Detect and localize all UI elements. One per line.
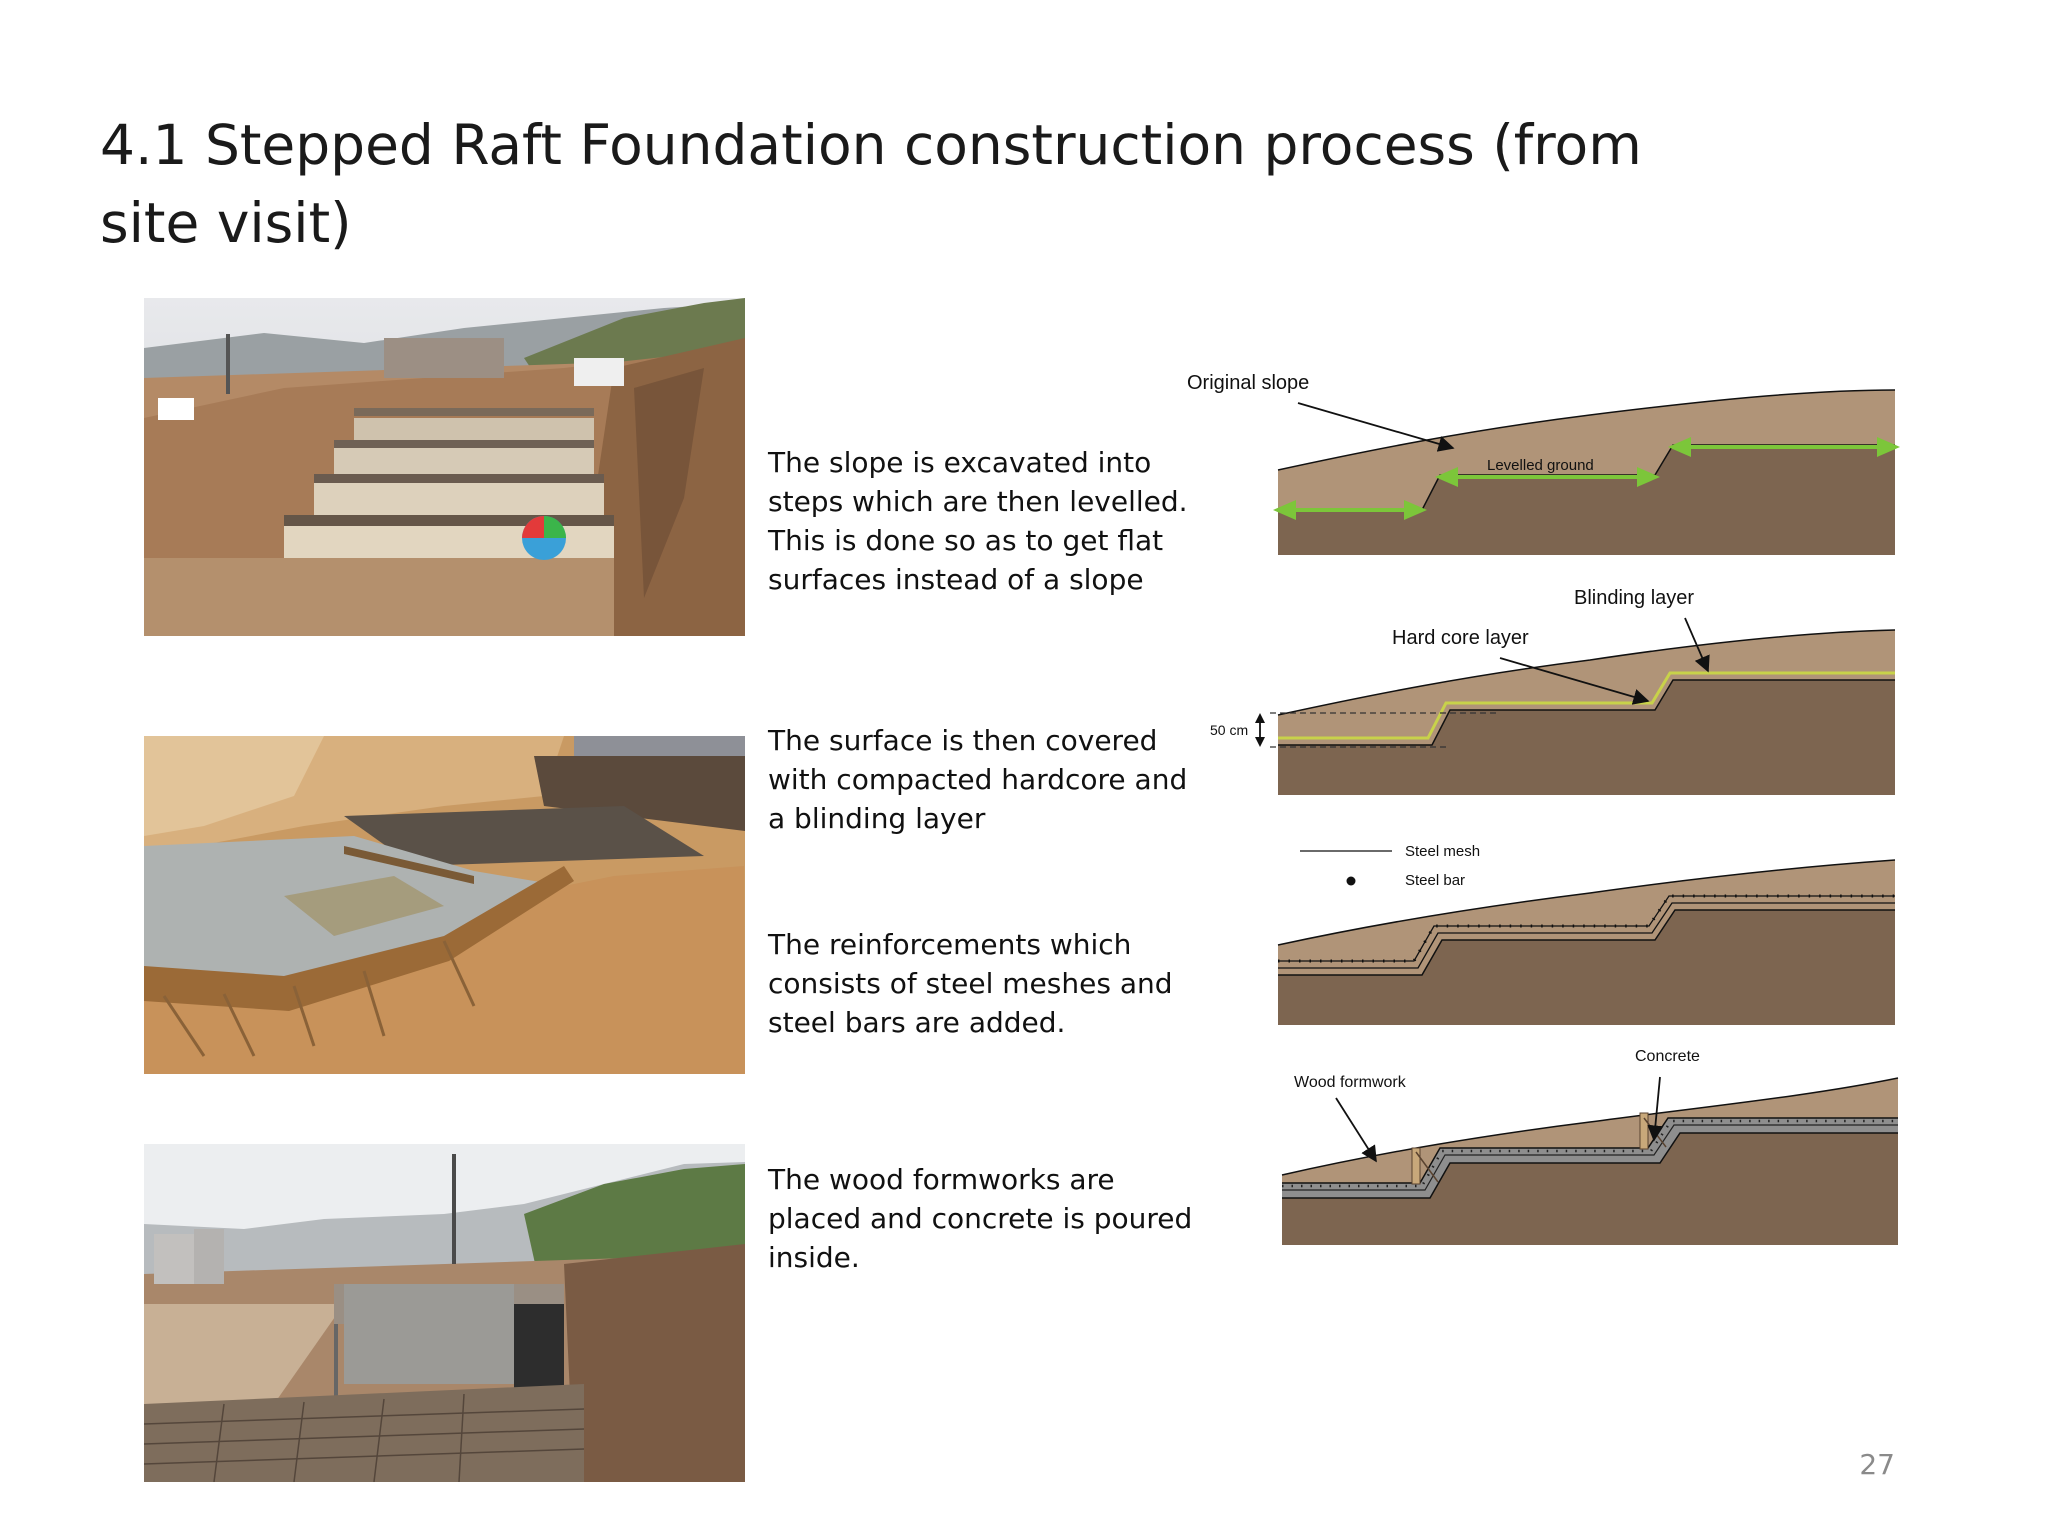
label-steel-mesh: Steel mesh [1405,843,1480,860]
step-text-excavation: The slope is excavated into steps which … [768,446,1188,596]
step-text-blinding: The surface is then covered with compact… [768,724,1188,835]
step-text-formwork: The wood formworks are placed and concre… [768,1163,1193,1274]
site-photo-formwork [144,1144,745,1482]
diagram-formwork-concrete: Concrete Wood formwork [1170,1040,1910,1250]
page-number: 27 [1859,1448,1895,1481]
site-photo-blinding [144,736,745,1074]
label-original-slope: Original slope [1187,372,1309,394]
label-hard-core-layer: Hard core layer [1392,627,1529,649]
label-steel-bar: Steel bar [1405,872,1465,889]
diagram-levelled-ground: Original slope Levelled ground [1170,360,1910,560]
label-blinding-layer: Blinding layer [1574,587,1694,609]
label-wood-formwork: Wood formwork [1294,1074,1407,1091]
label-levelled-ground: Levelled ground [1487,457,1594,474]
site-photo-excavation [144,298,745,636]
page-title: 4.1 Stepped Raft Foundation construction… [100,113,1642,255]
step-text-reinforcement: The reinforcements which consists of ste… [768,928,1173,1039]
diagram-reinforcement: Steel mesh Steel bar [1170,830,1910,1030]
diagram-blinding-layer: 50 cm Hard core layer Blinding layer [1170,580,1910,800]
label-concrete: Concrete [1635,1048,1700,1065]
label-50cm: 50 cm [1210,722,1248,738]
